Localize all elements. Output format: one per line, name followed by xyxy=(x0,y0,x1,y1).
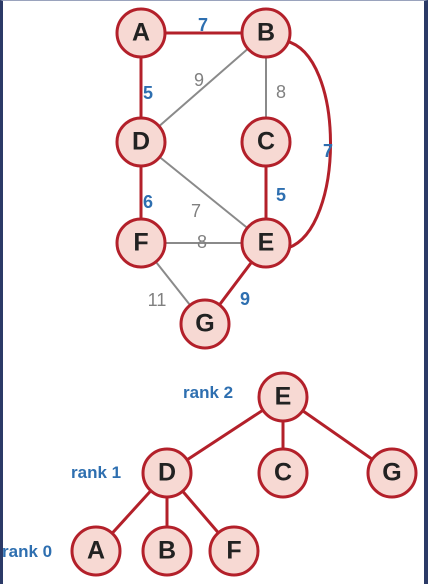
graph-node-circle xyxy=(240,7,292,59)
rank-2-label: rank 2 xyxy=(183,383,233,402)
tree-nodes: E D C G A B F xyxy=(70,371,418,577)
graph-edges xyxy=(139,31,332,325)
graph-node-label: B xyxy=(257,19,275,47)
graph-node-f: F xyxy=(115,217,167,269)
tree-node-a: A xyxy=(70,525,122,577)
tree-node-circle xyxy=(141,447,193,499)
graph-edge-weight-c-e: 5 xyxy=(276,185,286,205)
graph-node-circle xyxy=(115,116,167,168)
graph-edge-weight-a-b: 7 xyxy=(198,15,208,35)
graph-node-a: A xyxy=(115,7,167,59)
tree-node-e: E xyxy=(257,371,309,423)
graph-node-label: A xyxy=(132,19,150,47)
graph-edge-weight-f-e: 8 xyxy=(197,232,207,252)
tree-node-label: B xyxy=(158,537,176,565)
graph-edge-d-e xyxy=(140,141,267,244)
tree-node-label: G xyxy=(382,459,401,487)
graph-edge-weight-d-e: 7 xyxy=(191,201,201,221)
tree-node-d: D xyxy=(141,447,193,499)
graph-edge-weight-b-c: 8 xyxy=(276,82,286,102)
graph-edge-b-e xyxy=(285,39,332,250)
graph-node-g: G xyxy=(179,298,231,350)
tree-node-label: D xyxy=(158,459,176,487)
graph-node-d: D xyxy=(115,116,167,168)
graph-edge-weight-e-g: 9 xyxy=(240,289,250,309)
graph-node-e: E xyxy=(240,217,292,269)
graph-node-circle xyxy=(115,7,167,59)
graph-node-label: G xyxy=(195,310,214,338)
tree-node-label: E xyxy=(275,383,292,411)
tree-node-g: G xyxy=(366,447,418,499)
graph-edge-weight-d-f: 6 xyxy=(143,192,153,212)
graph-node-label: D xyxy=(132,128,150,156)
graph-edge-weight-f-g: 11 xyxy=(148,290,167,310)
tree-node-circle xyxy=(366,447,418,499)
tree-node-label: F xyxy=(226,537,241,565)
tree-node-circle xyxy=(257,447,309,499)
graph-node-c: C xyxy=(240,116,292,168)
graph-node-b: B xyxy=(240,7,292,59)
tree-node-c: C xyxy=(257,447,309,499)
graph-node-label: F xyxy=(133,229,148,257)
graph-node-circle xyxy=(179,298,231,350)
graph-nodes: A B D C F E G xyxy=(115,7,292,350)
rank-0-label: rank 0 xyxy=(2,542,52,561)
rank-1-label: rank 1 xyxy=(71,463,121,482)
tree-node-circle xyxy=(141,525,193,577)
graph-weights: 7 5 9 8 7 6 7 5 8 11 9 xyxy=(143,15,333,310)
tree-node-label: A xyxy=(87,537,105,565)
tree-node-circle xyxy=(70,525,122,577)
graph-edge-weight-b-e: 7 xyxy=(323,141,333,161)
tree-node-b: B xyxy=(141,525,193,577)
tree-node-label: C xyxy=(274,459,292,487)
graph-node-label: C xyxy=(257,128,275,156)
tree-node-circle xyxy=(208,525,260,577)
graph-node-circle xyxy=(240,116,292,168)
graph-node-circle xyxy=(115,217,167,269)
graph-edge-d-b xyxy=(140,32,267,143)
graph-node-label: E xyxy=(258,229,275,257)
graph-node-circle xyxy=(240,217,292,269)
tree-node-circle xyxy=(257,371,309,423)
tree-node-f: F xyxy=(208,525,260,577)
graph-edge-weight-a-d: 5 xyxy=(143,83,153,103)
graph-edge-weight-d-b: 9 xyxy=(194,70,204,90)
